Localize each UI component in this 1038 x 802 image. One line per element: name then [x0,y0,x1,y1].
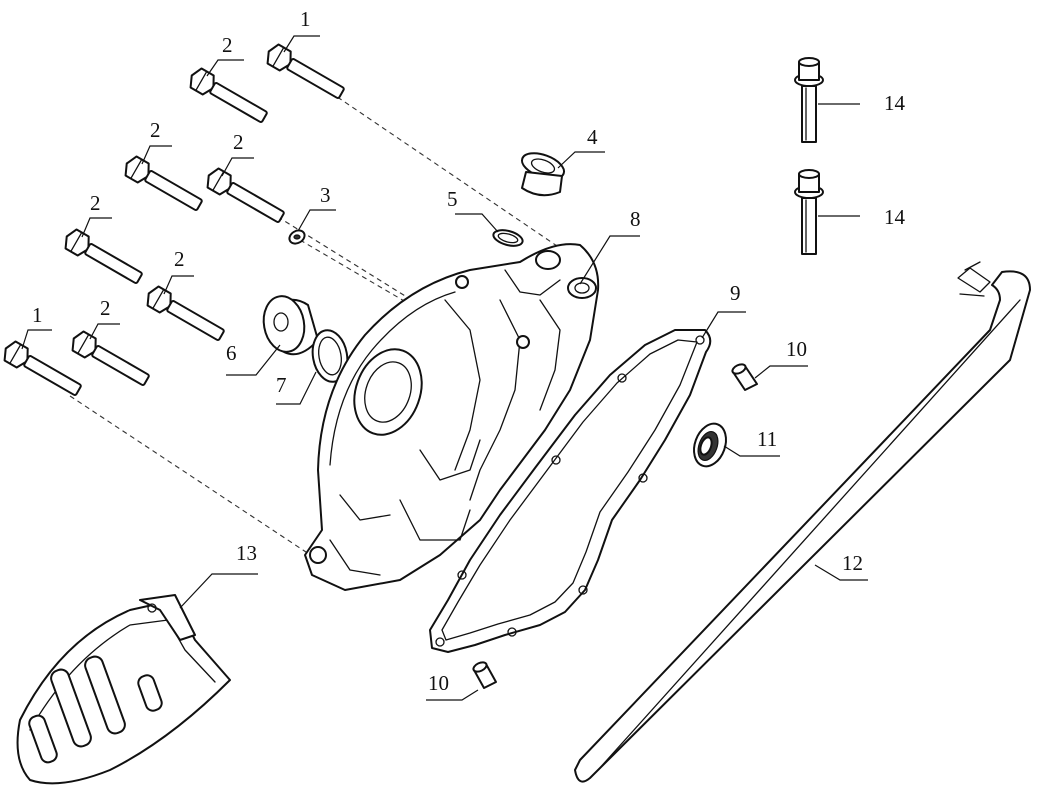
callout-8: 8 [630,207,641,231]
bolt-2 [202,164,288,229]
callout-11: 11 [757,427,777,451]
callout-2: 2 [222,33,233,57]
gasket-9 [429,329,712,653]
bolt-2 [67,327,153,392]
dowel-pin-10-bottom [472,661,497,689]
callout-14: 14 [884,205,906,229]
bolt-2 [60,225,146,290]
callout-5: 5 [447,187,458,211]
bolt-14-top [794,57,824,143]
assembly-line [329,91,561,249]
crankcase-cover-8 [304,243,600,591]
callout-1: 1 [300,7,311,31]
callout-12: 12 [842,551,863,575]
dowel-pin-10-top [731,363,758,391]
oil-seal-11 [693,422,727,468]
callout-2: 2 [90,191,101,215]
callout-14: 14 [884,91,906,115]
callout-10: 10 [786,337,807,361]
bolt-2 [185,64,271,129]
callout-2: 2 [150,118,161,142]
callout-6: 6 [226,341,237,365]
bolt-1-bottom [0,337,85,402]
protective-cover-13 [16,594,231,785]
o-ring-7 [311,329,349,383]
bolt-1-top [262,40,348,105]
callout-7: 7 [276,373,287,397]
bushing-4 [520,152,566,197]
callout-2: 2 [233,130,244,154]
callout-13: 13 [236,541,257,565]
bolt-14-bottom [794,169,824,255]
leader-lines [21,35,868,701]
plug-cap-6 [262,295,319,356]
callout-10: 10 [428,671,449,695]
bolt-2 [142,282,228,347]
washer-3 [288,229,306,245]
assembly-line [299,239,506,361]
callout-2: 2 [100,296,111,320]
callout-9: 9 [730,281,741,305]
callout-2: 2 [174,247,185,271]
callout-3: 3 [320,183,331,207]
callout-4: 4 [587,125,598,149]
assembly-line [69,395,313,557]
breather-hose-12 [574,261,1031,783]
callout-1: 1 [32,303,43,327]
bolt-2 [120,152,206,217]
